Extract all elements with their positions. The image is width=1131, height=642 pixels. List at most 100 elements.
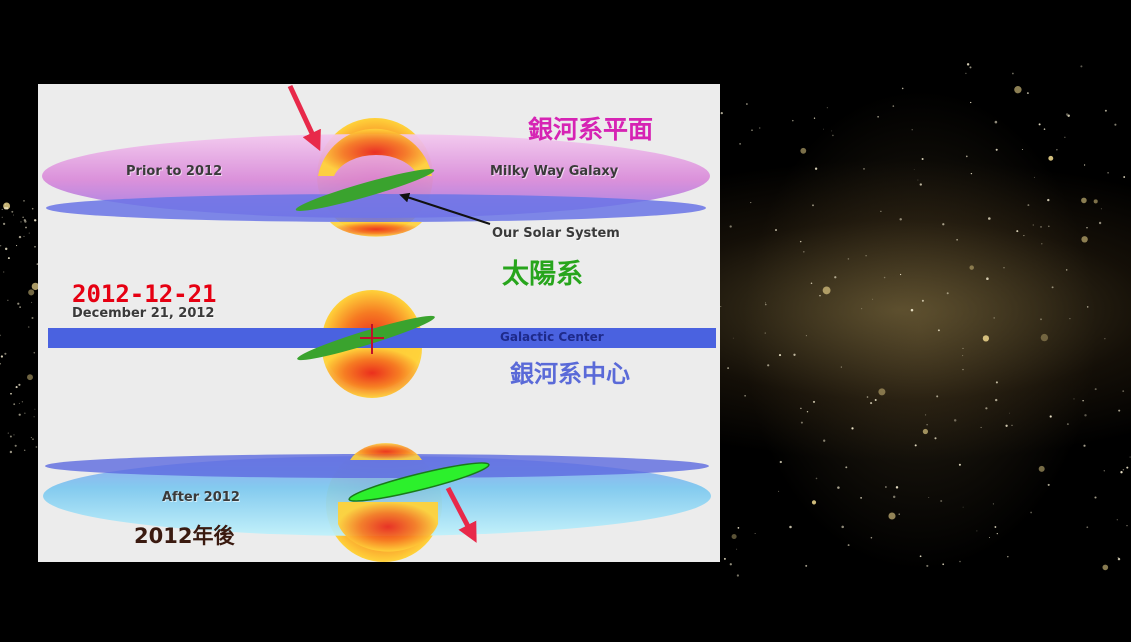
star bbox=[1117, 557, 1121, 561]
star bbox=[10, 392, 12, 395]
star bbox=[11, 210, 14, 213]
star bbox=[942, 563, 945, 566]
star bbox=[962, 368, 964, 371]
star bbox=[1086, 526, 1089, 529]
star bbox=[0, 355, 4, 358]
zh-galactic-plane-label: 銀河系平面 bbox=[528, 115, 654, 144]
star bbox=[1005, 424, 1008, 427]
star bbox=[22, 216, 24, 218]
star bbox=[754, 532, 756, 534]
star bbox=[892, 495, 896, 499]
star bbox=[4, 352, 7, 355]
star bbox=[1014, 86, 1022, 94]
star bbox=[1103, 470, 1105, 472]
star bbox=[962, 506, 964, 508]
sun-bottom-lower bbox=[338, 502, 438, 552]
star bbox=[32, 438, 34, 440]
star bbox=[1007, 555, 1009, 558]
star bbox=[1122, 468, 1125, 471]
star bbox=[800, 407, 802, 410]
star bbox=[31, 317, 34, 319]
star bbox=[25, 226, 27, 229]
star bbox=[898, 513, 900, 515]
star bbox=[926, 424, 928, 426]
star bbox=[765, 303, 767, 306]
star bbox=[845, 466, 848, 469]
star bbox=[1051, 286, 1054, 289]
star bbox=[18, 402, 20, 404]
star bbox=[23, 449, 26, 452]
star bbox=[958, 463, 961, 466]
star bbox=[1126, 525, 1128, 527]
star bbox=[34, 408, 36, 410]
star bbox=[1030, 511, 1032, 514]
star bbox=[3, 206, 7, 210]
star bbox=[1084, 414, 1087, 417]
star bbox=[1114, 123, 1117, 126]
star bbox=[1047, 483, 1050, 486]
star bbox=[723, 557, 726, 560]
star bbox=[994, 526, 997, 528]
star bbox=[17, 302, 20, 305]
sun-top-bottom bbox=[330, 222, 422, 237]
star bbox=[729, 225, 732, 228]
star bbox=[33, 416, 35, 418]
star bbox=[9, 435, 12, 438]
star bbox=[1104, 338, 1106, 340]
star bbox=[1080, 65, 1083, 68]
star bbox=[831, 130, 833, 132]
star bbox=[878, 388, 886, 396]
star bbox=[31, 301, 33, 304]
prior-section bbox=[42, 84, 710, 237]
star bbox=[936, 395, 939, 398]
galactic-center-label: Galactic Center bbox=[500, 330, 604, 344]
star bbox=[1120, 471, 1123, 474]
star bbox=[33, 219, 37, 222]
star bbox=[921, 299, 924, 302]
star bbox=[7, 299, 9, 301]
star bbox=[3, 271, 5, 273]
star bbox=[1023, 235, 1025, 237]
star bbox=[1048, 155, 1054, 161]
star bbox=[863, 167, 865, 170]
solar-plane-top bbox=[295, 169, 435, 211]
star bbox=[1081, 236, 1088, 243]
star bbox=[888, 512, 896, 520]
star bbox=[4, 247, 8, 251]
star bbox=[834, 276, 837, 279]
star bbox=[1073, 398, 1075, 400]
star bbox=[737, 527, 740, 529]
star bbox=[0, 244, 2, 247]
star bbox=[28, 289, 35, 296]
star bbox=[917, 179, 919, 181]
after-section bbox=[43, 443, 711, 562]
star bbox=[805, 335, 807, 337]
star bbox=[1040, 333, 1049, 342]
star bbox=[962, 355, 964, 357]
star bbox=[0, 363, 1, 365]
star bbox=[880, 210, 882, 212]
star bbox=[953, 419, 957, 422]
star bbox=[1066, 423, 1069, 426]
star bbox=[31, 282, 40, 291]
star bbox=[1067, 114, 1070, 118]
star bbox=[27, 374, 33, 381]
diagram-panel: 銀河系平面 Prior to 2012 Milky Way Galaxy Our… bbox=[38, 84, 720, 562]
star bbox=[812, 400, 816, 403]
star bbox=[24, 412, 26, 414]
star bbox=[1047, 225, 1050, 228]
star bbox=[7, 432, 9, 434]
date-label: 2012-12-21 bbox=[72, 280, 217, 308]
star bbox=[1043, 128, 1046, 130]
star bbox=[1049, 415, 1052, 418]
star bbox=[1083, 444, 1086, 447]
star bbox=[870, 536, 873, 539]
star bbox=[1016, 230, 1019, 233]
star bbox=[720, 111, 723, 115]
star bbox=[851, 427, 854, 430]
star bbox=[13, 403, 16, 406]
star bbox=[1041, 243, 1043, 245]
star bbox=[996, 532, 998, 535]
star bbox=[914, 444, 917, 447]
